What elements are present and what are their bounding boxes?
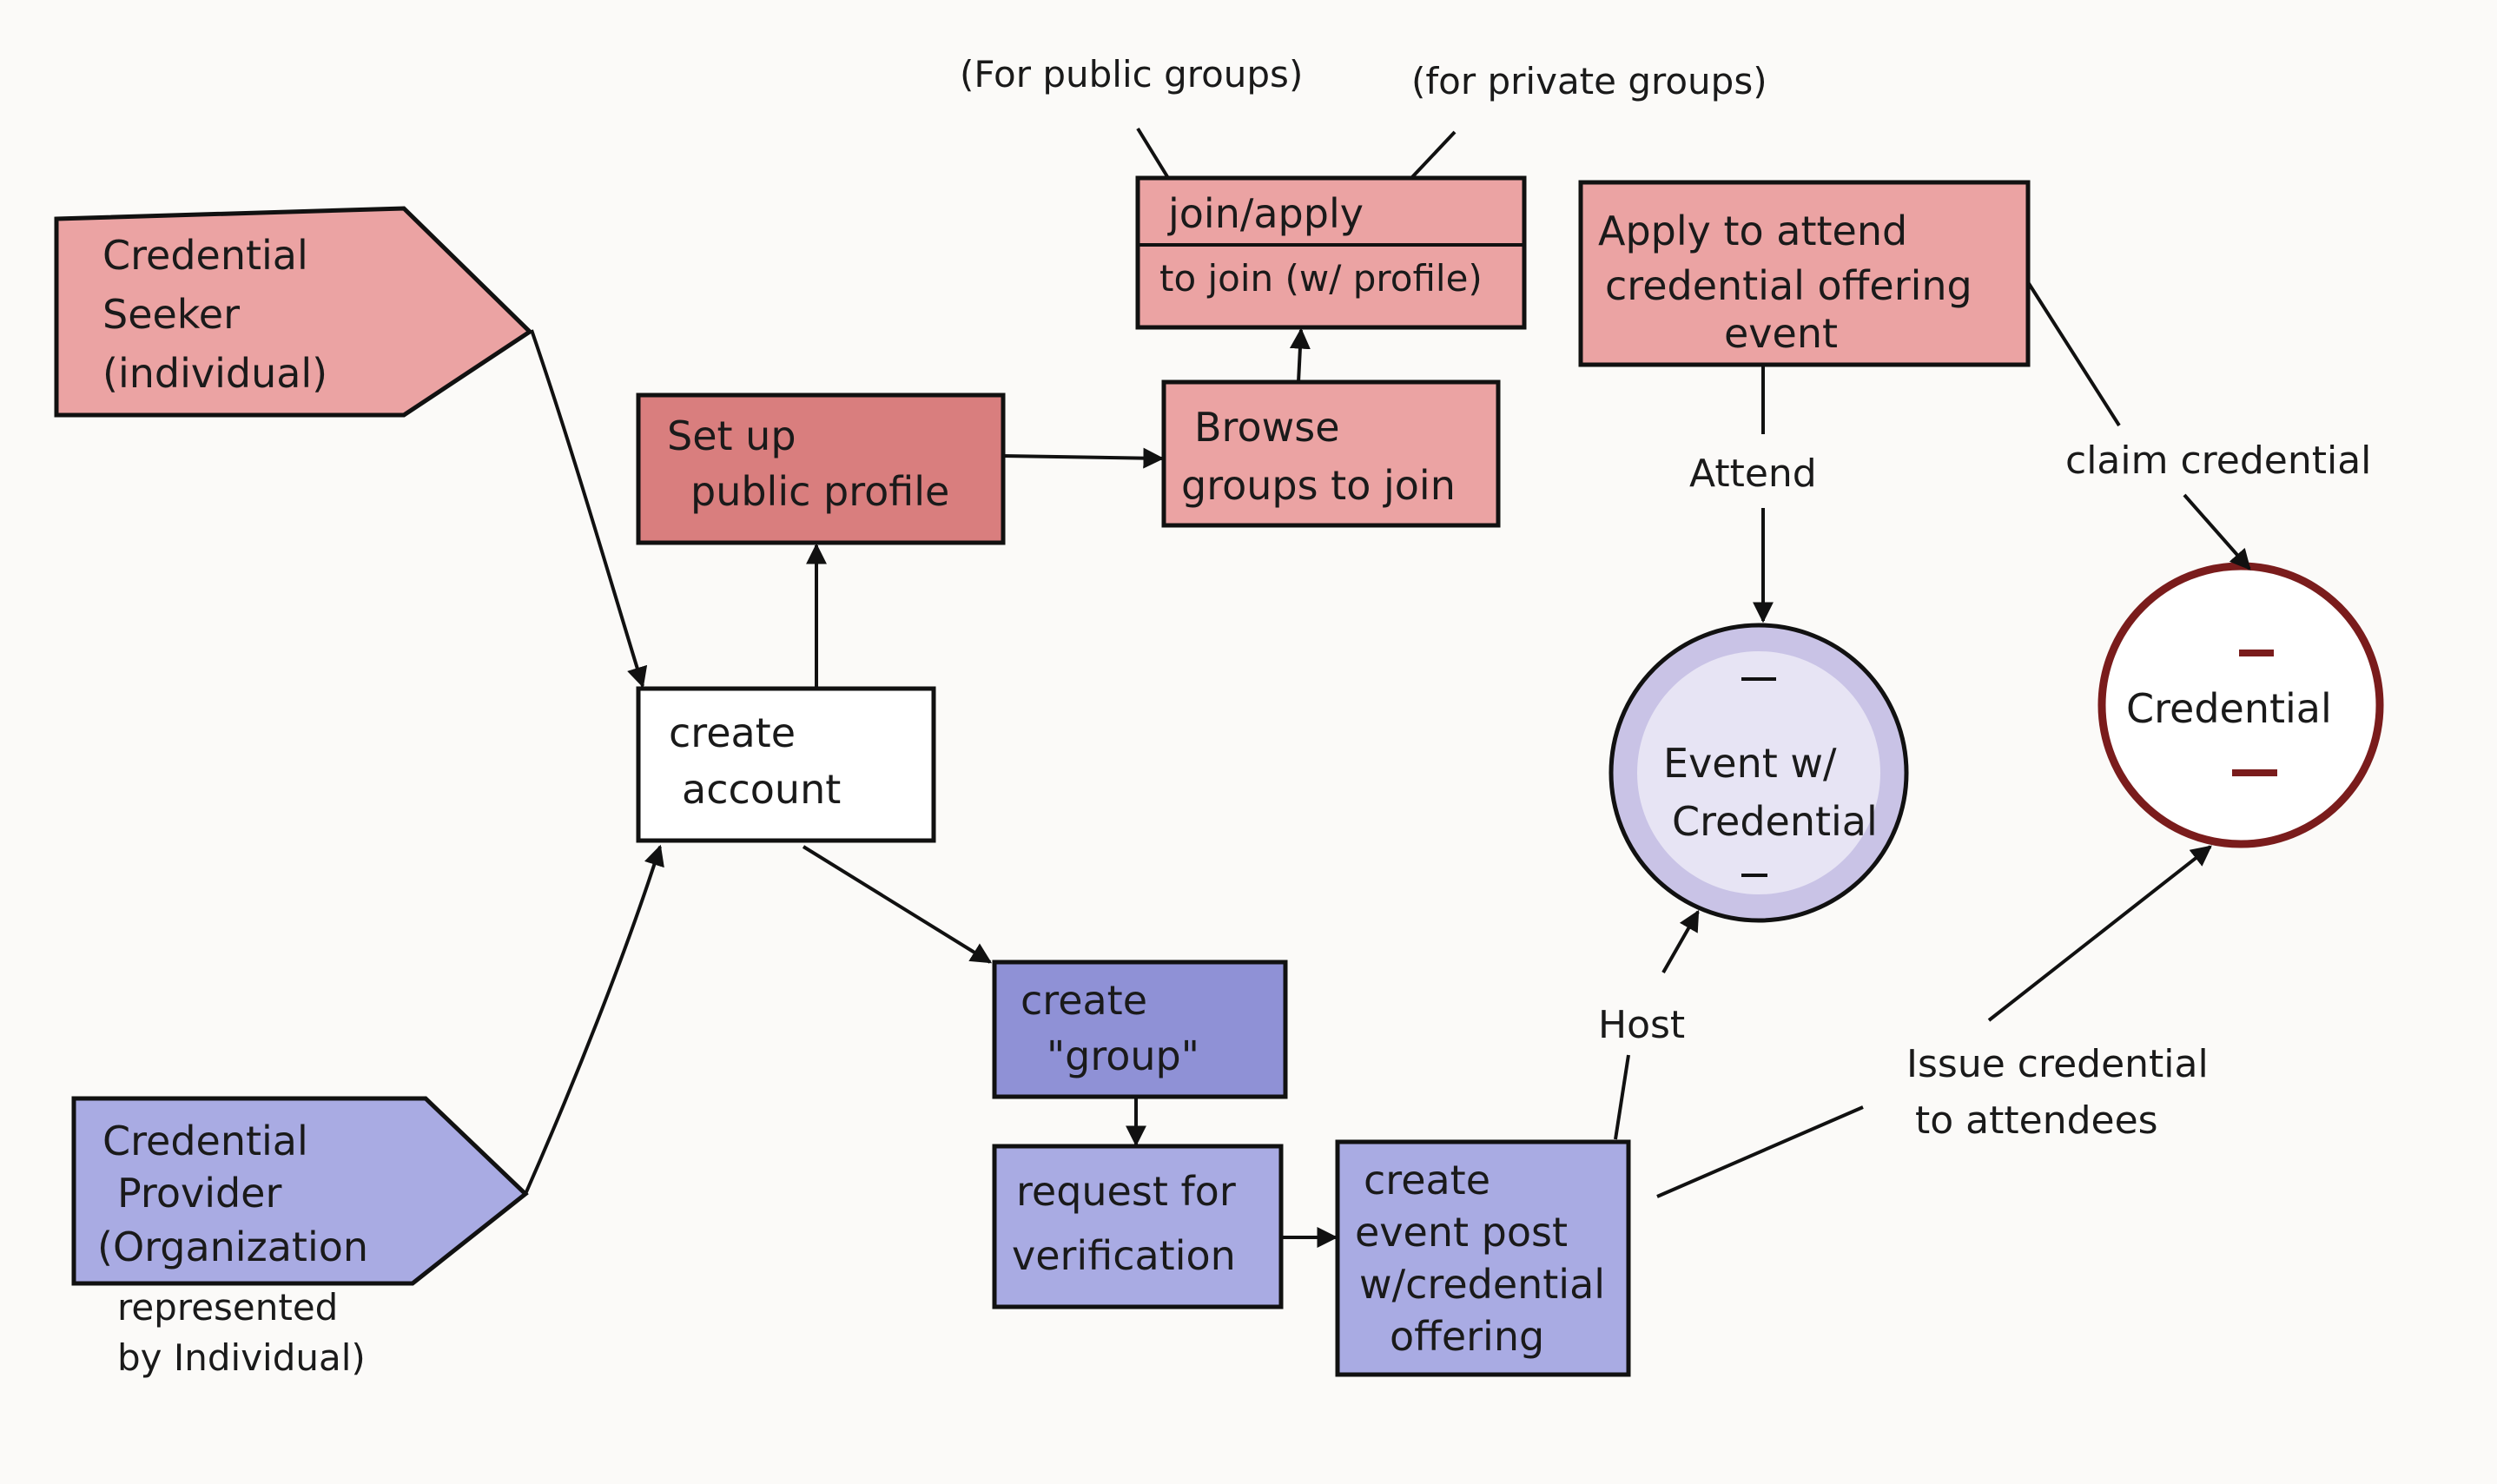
host-label: Host	[1598, 1003, 1685, 1047]
arrow-host	[1661, 909, 1700, 973]
apply-event-line2: credential offering	[1605, 262, 1972, 309]
public-profile-line1: Set up	[667, 412, 796, 459]
join-apply-top-label: join/apply	[1167, 190, 1364, 237]
apply-event-line3: event	[1724, 310, 1838, 357]
join-apply-shape	[1135, 175, 1527, 330]
event-circle-line2: Credential	[1672, 798, 1878, 845]
credential-seeker-node: Credential Seeker (individual)	[54, 206, 533, 418]
request-verification-line1: request for	[1016, 1168, 1236, 1215]
credential-seeker-line1: Credential	[102, 232, 308, 279]
create-group-node: create "group"	[992, 960, 1288, 1099]
request-verification-shape	[992, 1144, 1284, 1309]
public-groups-note: (For public groups)	[960, 53, 1303, 96]
create-event-node: create event post w/credential offering	[1335, 1139, 1631, 1377]
create-group-shape	[992, 960, 1288, 1099]
join-apply-bottom-label: to join (w/ profile)	[1159, 257, 1483, 300]
request-verification-node: request for verification	[992, 1144, 1284, 1309]
browse-groups-node: Browse groups to join	[1161, 379, 1501, 528]
credential-circle-label: Credential	[2126, 685, 2332, 732]
arrow-browse-to-join	[1289, 327, 1311, 383]
credential-provider-line3: (Organization	[97, 1223, 368, 1270]
apply-event-shape	[1578, 180, 2031, 367]
public-profile-line2: public profile	[690, 468, 949, 515]
create-event-line3: w/credential	[1359, 1261, 1605, 1308]
arrow-provider-to-account	[524, 844, 664, 1195]
issue-label-line2: to attendees	[1915, 1098, 2158, 1143]
browse-groups-line2: groups to join	[1181, 462, 1456, 509]
apply-event-node: Apply to attend credential offering even…	[1578, 180, 2031, 367]
apply-event-line1: Apply to attend	[1598, 208, 1907, 254]
issue-line-lower	[1656, 1105, 1864, 1198]
issue-label-line1: Issue credential	[1906, 1042, 2209, 1086]
host-line-lower	[1614, 1054, 1630, 1140]
private-groups-note: (for private groups)	[1411, 60, 1767, 102]
create-account-line2: account	[682, 766, 841, 813]
credential-provider-line1: Credential	[102, 1118, 308, 1164]
event-circle-inner	[1637, 651, 1880, 894]
credential-seeker-line3: (individual)	[102, 350, 327, 397]
browse-groups-shape	[1161, 379, 1501, 528]
credential-provider-note1: represented	[117, 1286, 338, 1329]
credential-provider-node: Credential Provider (Organization repres…	[71, 1096, 529, 1379]
credential-provider-shape	[71, 1096, 529, 1286]
arrow-account-to-group	[802, 845, 993, 964]
event-circle-node: Event w/ Credential	[1609, 623, 1909, 923]
event-circle-line1: Event w/	[1663, 740, 1837, 787]
create-account-node: create account	[636, 686, 936, 843]
credential-circle-node: Credential	[2097, 562, 2384, 848]
arrow-seeker-to-account	[530, 329, 648, 689]
browse-groups-line1: Browse	[1194, 404, 1340, 451]
create-account-shape	[636, 686, 936, 843]
request-verification-line2: verification	[1012, 1232, 1236, 1279]
public-profile-shape	[636, 392, 1006, 545]
create-group-line1: create	[1021, 977, 1147, 1024]
create-event-line1: create	[1364, 1157, 1490, 1204]
credential-provider-line2: Provider	[117, 1170, 281, 1217]
create-group-line2: "group"	[1047, 1032, 1199, 1079]
create-event-line4: offering	[1390, 1313, 1544, 1360]
private-note-connector	[1410, 130, 1457, 180]
arrow-profile-to-browse	[1002, 447, 1165, 469]
credential-seeker-line2: Seeker	[102, 291, 240, 338]
create-account-line1: create	[669, 709, 796, 756]
arrow-issue	[1987, 845, 2212, 1022]
claim-label: claim credential	[2065, 439, 2371, 483]
create-event-line2: event post	[1355, 1209, 1568, 1256]
arrow-claim	[2183, 493, 2251, 571]
credential-seeker-shape	[54, 206, 533, 418]
public-note-connector	[1136, 127, 1170, 180]
public-profile-node: Set up public profile	[636, 392, 1006, 545]
attend-label: Attend	[1689, 452, 1817, 496]
create-event-shape	[1335, 1139, 1631, 1377]
credential-provider-note2: by Individual)	[117, 1336, 366, 1379]
claim-line-upper	[2026, 280, 2121, 427]
join-apply-node: join/apply to join (w/ profile)	[1135, 175, 1527, 330]
